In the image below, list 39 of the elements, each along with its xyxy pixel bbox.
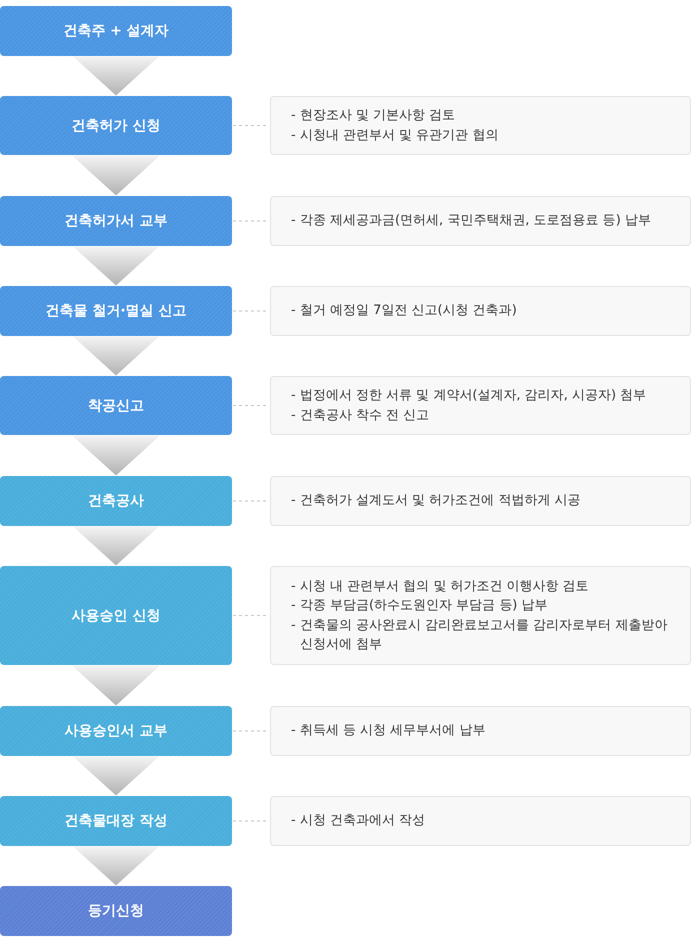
note-text: - 시청 건축과에서 작성 bbox=[291, 812, 426, 830]
process-box: 건축주 + 설계자 bbox=[0, 6, 232, 56]
arrow bbox=[74, 756, 158, 796]
process-box: 건축공사 bbox=[0, 476, 232, 526]
process-box: 건축허가서 교부 bbox=[0, 196, 232, 246]
process-box: 건축허가 신청 bbox=[0, 96, 232, 155]
note-box bbox=[270, 376, 691, 435]
note-box bbox=[270, 476, 691, 526]
note-box bbox=[270, 96, 691, 155]
note-box bbox=[270, 196, 691, 246]
note-box bbox=[270, 796, 691, 846]
process-box: 사용승인서 교부 bbox=[0, 706, 232, 756]
note-box bbox=[270, 286, 691, 336]
process-box: 등기신청 bbox=[0, 886, 232, 936]
arrow bbox=[72, 666, 160, 706]
arrow bbox=[72, 156, 160, 196]
arrow bbox=[72, 436, 160, 476]
process-box: 건축물 철거·멸실 신고 bbox=[0, 286, 232, 336]
note-text: - 법정에서 정한 서류 및 계약서(설계자, 감리자, 시공자) 첨부 bbox=[291, 387, 648, 405]
note-text: - 시청 내 관련부서 협의 및 허가조건 이행사항 검토 bbox=[291, 578, 590, 596]
process-box: 건축물대장 작성 bbox=[0, 796, 232, 846]
note-text: - 건축물의 공사완료시 감리완료보고서를 감리자로부터 제출받아 신청서에 첨부 bbox=[291, 616, 668, 654]
process-box: 사용승인 신청 bbox=[0, 566, 232, 665]
arrow bbox=[74, 846, 158, 886]
arrow bbox=[74, 246, 158, 286]
note-text: - 현장조사 및 기본사항 검토 bbox=[291, 107, 456, 125]
note-text: - 취득세 등 시청 세무부서에 납부 bbox=[291, 722, 486, 740]
note-text: - 각종 부담금(하수도원인자 부담금 등) 납부 bbox=[291, 597, 548, 615]
process-box: 착공신고 bbox=[0, 376, 232, 435]
note-text: - 건축허가 설계도서 및 허가조건에 적법하게 시공 bbox=[291, 492, 582, 510]
note-box bbox=[270, 706, 691, 756]
note-text: - 각종 제세공과금(면허세, 국민주택채권, 도로점용료 등) 납부 bbox=[291, 212, 652, 230]
note-text: - 건축공사 착수 전 신고 bbox=[291, 406, 430, 424]
note-text: - 철거 예정일 7일전 신고(시청 건축과) bbox=[291, 302, 518, 320]
arrow bbox=[74, 336, 158, 376]
arrow bbox=[74, 526, 158, 566]
note-box bbox=[270, 566, 691, 665]
arrow bbox=[74, 56, 158, 96]
note-text: - 시청내 관련부서 및 유관기관 협의 bbox=[291, 126, 500, 144]
